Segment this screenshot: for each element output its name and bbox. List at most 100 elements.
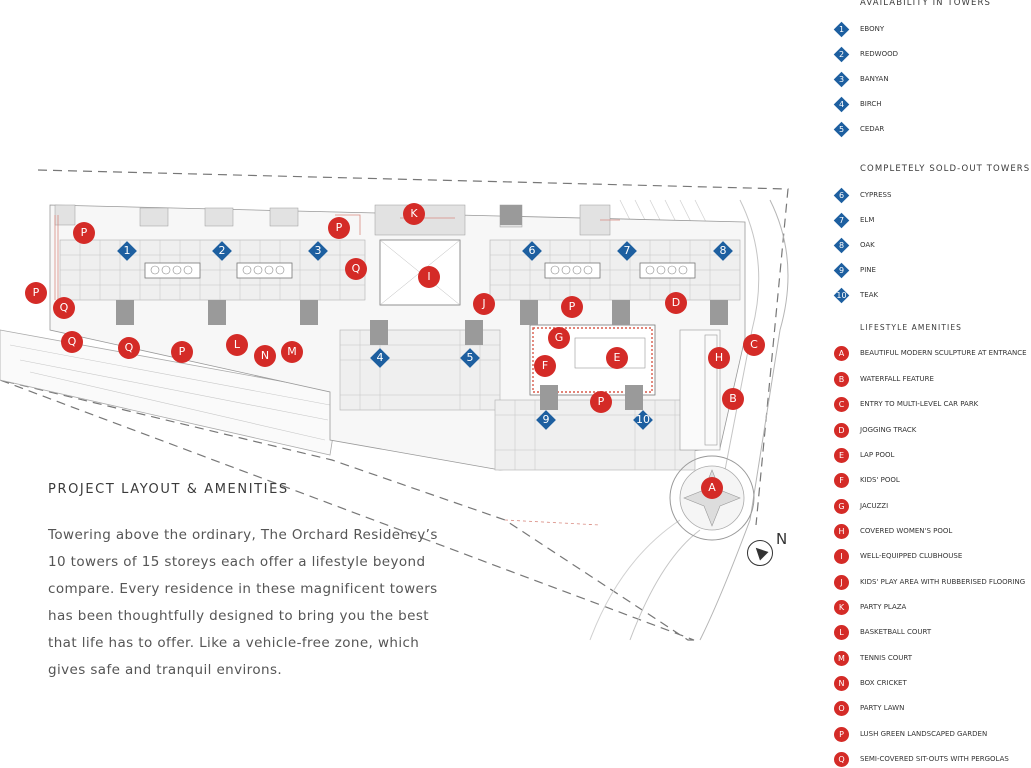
tower-diamond-icon: 6	[834, 188, 849, 203]
amenity-circle-icon: P	[834, 726, 849, 742]
amenity-marker-q[interactable]: Q	[61, 331, 83, 353]
tower-diamond-icon: 1	[834, 22, 849, 37]
project-description: Towering above the ordinary, The Orchard…	[48, 522, 458, 684]
tower-diamond-icon: 8	[834, 238, 849, 253]
amenity-circle-icon: Q	[834, 751, 849, 767]
amenity-marker-d[interactable]: D	[665, 292, 687, 314]
compass-north-label: N	[776, 530, 788, 548]
amenity-circle-icon: B	[834, 371, 849, 387]
amenity-circle-icon: E	[834, 447, 849, 463]
tower-marker-2[interactable]: 2	[211, 240, 233, 262]
amenity-marker-c[interactable]: C	[743, 334, 765, 356]
tower-diamond-icon: 7	[834, 213, 849, 228]
amenity-marker-q[interactable]: Q	[118, 337, 140, 359]
tower-diamond-icon: 3	[834, 72, 849, 87]
amenity-marker-i[interactable]: I	[418, 266, 440, 288]
soldout-heading: COMPLETELY SOLD-OUT TOWERS	[860, 164, 1031, 174]
tower-marker-3[interactable]: 3	[307, 240, 329, 262]
amenity-marker-n[interactable]: N	[254, 345, 276, 367]
amenity-circle-icon: D	[834, 422, 849, 438]
description-line: has been thoughtfully designed to bring …	[48, 608, 429, 624]
description-line: that life has to offer. Like a vehicle-f…	[48, 635, 420, 651]
amenity-circle-icon: A	[834, 345, 849, 361]
amenity-circle-icon: K	[834, 599, 849, 615]
amenity-circle-icon: O	[834, 700, 849, 716]
amenity-marker-m[interactable]: M	[281, 341, 303, 363]
amenity-marker-p[interactable]: P	[171, 341, 193, 363]
tower-diamond-icon: 5	[834, 122, 849, 137]
amenity-marker-j[interactable]: J	[473, 293, 495, 315]
tower-diamond-icon: 10	[834, 288, 849, 303]
amenity-circle-icon: L	[834, 624, 849, 640]
tower-marker-4[interactable]: 4	[369, 347, 391, 369]
tower-marker-9[interactable]: 9	[535, 409, 557, 431]
amenity-circle-icon: F	[834, 472, 849, 488]
amenity-marker-p[interactable]: P	[25, 282, 47, 304]
north-arrow-icon	[747, 540, 773, 566]
tower-diamond-icon: 2	[834, 47, 849, 62]
description-line: 10 towers of 15 storeys each offer a lif…	[48, 554, 426, 570]
tower-marker-10[interactable]: 10	[632, 409, 654, 431]
amenity-marker-b[interactable]: B	[722, 388, 744, 410]
amenity-circle-icon: J	[834, 574, 849, 590]
amenity-marker-p[interactable]: P	[73, 222, 95, 244]
amenity-circle-icon: G	[834, 498, 849, 514]
amenity-marker-k[interactable]: K	[403, 203, 425, 225]
amenity-marker-q[interactable]: Q	[345, 258, 367, 280]
amenity-marker-e[interactable]: E	[606, 347, 628, 369]
amenity-marker-p[interactable]: P	[590, 391, 612, 413]
tower-marker-7[interactable]: 7	[616, 240, 638, 262]
tower-marker-5[interactable]: 5	[459, 347, 481, 369]
description-line: Towering above the ordinary, The Orchard…	[48, 527, 438, 543]
amenity-marker-a[interactable]: A	[701, 477, 723, 499]
description-line: gives safe and tranquil environs.	[48, 662, 283, 678]
amenity-circle-icon: H	[834, 523, 849, 539]
amenity-circle-icon: N	[834, 675, 849, 691]
amenity-marker-l[interactable]: L	[226, 334, 248, 356]
tower-marker-6[interactable]: 6	[521, 240, 543, 262]
availability-heading: AVAILABILITY IN TOWERS	[860, 0, 992, 8]
tower-diamond-icon: 4	[834, 97, 849, 112]
amenity-marker-h[interactable]: H	[708, 347, 730, 369]
project-layout-title: PROJECT LAYOUT & AMENITIES	[48, 482, 289, 497]
amenity-marker-f[interactable]: F	[534, 355, 556, 377]
amenity-marker-g[interactable]: G	[548, 327, 570, 349]
description-line: compare. Every residence in these magnif…	[48, 581, 438, 597]
tower-marker-1[interactable]: 1	[116, 240, 138, 262]
amenity-circle-icon: C	[834, 396, 849, 412]
amenity-marker-p[interactable]: P	[328, 217, 350, 239]
amenity-circle-icon: I	[834, 548, 849, 564]
amenity-marker-p[interactable]: P	[561, 296, 583, 318]
amenity-marker-q[interactable]: Q	[53, 297, 75, 319]
tower-diamond-icon: 9	[834, 263, 849, 278]
amenity-circle-icon: M	[834, 650, 849, 666]
tower-marker-8[interactable]: 8	[712, 240, 734, 262]
